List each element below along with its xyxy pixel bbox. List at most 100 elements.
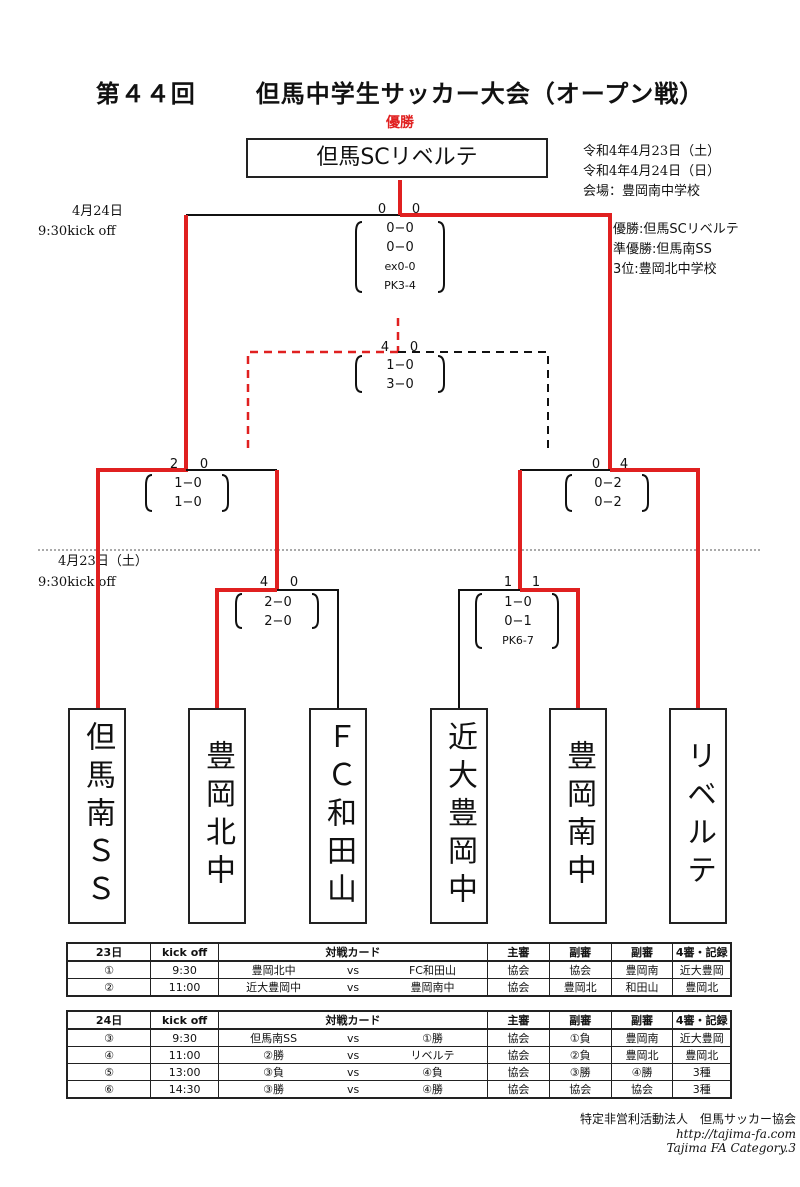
team-box-1: 但馬南ＳＳ (68, 708, 126, 924)
m3-bracket-right (221, 474, 229, 512)
match-number: ④ (66, 1046, 152, 1064)
table-row: ⑥ 14:30 ③勝 vs ④勝 協会 協会 協会 3種 (66, 1080, 732, 1099)
away-team: ④負 (377, 1063, 489, 1081)
header-referee: 主審 (487, 942, 550, 962)
home-team: ③勝 (218, 1080, 329, 1099)
footer-url[interactable]: http://tajima-fa.com (0, 1127, 796, 1141)
result-third: 3位:豊岡北中学校 (613, 262, 717, 277)
m1-red (215, 588, 277, 708)
home-team: ②勝 (218, 1046, 329, 1064)
team-box-6: リベルテ (669, 708, 727, 924)
team-name-3: ＦＣ和田山 (321, 721, 356, 911)
team-box-4: 近大豊岡中 (430, 708, 488, 924)
day1-date-label: 4月23日（土） (58, 554, 148, 569)
title-name: 但馬中学生サッカー大会（オープン戦） (255, 80, 705, 108)
fourth-official: 3種 (672, 1063, 732, 1081)
referee: 協会 (487, 960, 550, 979)
fourth-official: 3種 (672, 1080, 732, 1099)
kickoff-time: 11:00 (150, 978, 220, 997)
assistant-1: ③勝 (548, 1063, 612, 1081)
header-assistant-2: 副審 (610, 942, 674, 962)
header-kickoff: kick off (150, 942, 220, 962)
vs-label: vs (328, 978, 378, 997)
m6-penalties: PK3-4 (384, 279, 416, 292)
m6-score-details: 0−0 0−0 ex0-0 PK3-4 (360, 219, 440, 295)
event-date-2: 令和4年4月24日（日） (583, 164, 721, 179)
m2-red (520, 588, 580, 708)
m2-score-left: 1 (503, 575, 513, 590)
fourth-official: 近大豊岡 (672, 1028, 732, 1047)
team-name-5: 豊岡南中 (561, 740, 596, 892)
home-team: 豊岡北中 (218, 960, 329, 979)
match-number: ⑤ (66, 1063, 152, 1081)
m4-score-left: 0 (591, 457, 601, 472)
m2-half-1: 1−0 (504, 595, 532, 610)
result-first: 優勝:但馬SCリベルテ (613, 222, 739, 237)
m1-half-2: 2−0 (264, 614, 292, 629)
assistant-2: 豊岡南 (610, 960, 674, 979)
vs-label: vs (328, 1028, 378, 1047)
result-second: 準優勝:但馬南SS (613, 242, 712, 257)
m6-half-1: 0−0 (386, 221, 414, 236)
away-team: 豊岡南中 (377, 978, 489, 997)
third-place-left (246, 350, 398, 450)
kickoff-time: 9:30 (150, 1028, 220, 1047)
m2-bracket-left (475, 593, 483, 649)
footer-url-text[interactable]: http://tajima-fa.com (675, 1127, 796, 1141)
m5-score-left: 4 (380, 340, 390, 355)
m1-half-1: 2−0 (264, 595, 292, 610)
m5-half-2: 3−0 (386, 377, 414, 392)
home-team: 近大豊岡中 (218, 978, 329, 997)
m2-half-2: 0−1 (504, 614, 532, 629)
header-day: 24日 (66, 1010, 152, 1030)
assistant-1: ②負 (548, 1046, 612, 1064)
bracket-lines (38, 180, 760, 708)
match-number: ③ (66, 1028, 152, 1047)
team-name-1: 但馬南ＳＳ (80, 721, 115, 911)
m3-score-details: 1−0 1−0 (150, 474, 226, 512)
header-day: 23日 (66, 942, 152, 962)
m3-bracket-left (145, 474, 153, 512)
home-team: 但馬南SS (218, 1028, 329, 1047)
header-fourth-official: 4審・記録 (672, 1010, 732, 1030)
header-matchup: 対戦カード (218, 1010, 489, 1030)
footer-category-text: Tajima FA Category.3 (666, 1141, 796, 1155)
m4-score-details: 0−2 0−2 (570, 474, 646, 512)
team-box-3: ＦＣ和田山 (309, 708, 367, 924)
m3-half-1: 1−0 (174, 476, 202, 491)
kickoff-time: 11:00 (150, 1046, 220, 1064)
m6-extra-time: ex0-0 (384, 260, 416, 273)
assistant-1: ①負 (548, 1028, 612, 1047)
header-fourth-official: 4審・記録 (672, 942, 732, 962)
final-results: 優勝:但馬SCリベルテ 準優勝:但馬南SS 3位:豊岡北中学校 (613, 220, 739, 280)
m5-half-1: 1−0 (386, 358, 414, 373)
m1-black (277, 589, 339, 708)
team-box-5: 豊岡南中 (549, 708, 607, 924)
table-row: ① 9:30 豊岡北中 vs FC和田山 協会 協会 豊岡南 近大豊岡 (66, 960, 732, 979)
m5-score-right: 0 (409, 340, 419, 355)
header-kickoff: kick off (150, 1010, 220, 1030)
fourth-official: 豊岡北 (672, 978, 732, 997)
m2-black (458, 589, 520, 708)
assistant-2: 豊岡北 (610, 1046, 674, 1064)
match-number: ① (66, 960, 152, 979)
assistant-2: 和田山 (610, 978, 674, 997)
away-team: リベルテ (377, 1046, 489, 1064)
match-number: ⑥ (66, 1080, 152, 1099)
header-assistant-1: 副審 (548, 1010, 612, 1030)
team-name-6: リベルテ (681, 740, 716, 892)
vs-label: vs (328, 1046, 378, 1064)
fourth-official: 近大豊岡 (672, 960, 732, 979)
footer-category: Tajima FA Category.3 (0, 1141, 796, 1155)
m1-bracket-right (311, 593, 319, 629)
away-team: ④勝 (377, 1080, 489, 1099)
schedule-table-day1: 23日 kick off 対戦カード 主審 副審 副審 4審・記録 ① 9:30… (66, 942, 732, 997)
semi-left-red (96, 215, 188, 708)
assistant-2: ④勝 (610, 1063, 674, 1081)
m2-score-right: 1 (531, 575, 541, 590)
schedule-header-row: 24日 kick off 対戦カード 主審 副審 副審 4審・記録 (66, 1010, 732, 1030)
m3-half-2: 1−0 (174, 495, 202, 510)
m2-bracket-right (551, 593, 559, 649)
team-name-2: 豊岡北中 (200, 740, 235, 892)
m5-bracket-left (355, 355, 363, 393)
